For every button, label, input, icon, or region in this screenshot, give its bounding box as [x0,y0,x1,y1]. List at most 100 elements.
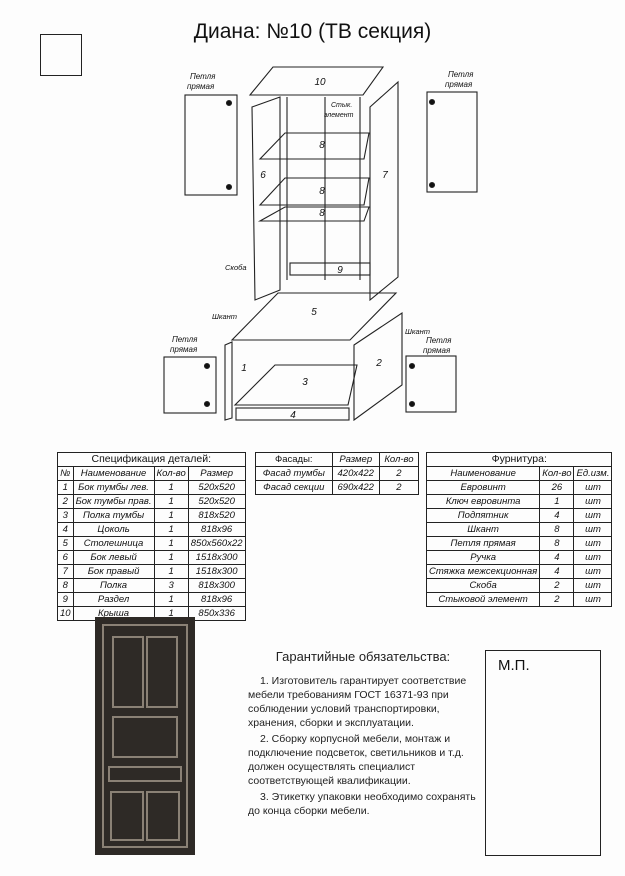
table-cell: Бок тумбы прав. [72,494,155,509]
table-cell: Фасад тумбы [255,466,333,481]
door-upper-left [184,94,238,196]
column-header: Кол-во [539,466,575,481]
stamp-label: М.П. [498,657,530,674]
table-cell: Полка [72,578,155,593]
hinge-label: прямая [170,345,198,354]
table-cell: Бок правый [72,564,155,579]
table-cell: шт [573,508,613,523]
table-cell: 4 [539,550,575,565]
part-right-side [369,80,399,302]
table-cell: 1 [153,564,189,579]
table-cell: 818x96 [187,592,246,607]
table-cell: 850x336 [187,606,246,621]
table-cell: 1 [153,494,189,509]
part-number: 4 [290,410,296,421]
table-cell: 1 [153,522,189,537]
table-cell: 818x300 [187,578,246,593]
table-cell: 6 [57,550,74,565]
table-cell: 2 [539,578,575,593]
table-cell: 1 [153,592,189,607]
hinge-label: прямая [187,82,215,91]
part-number: 6 [260,170,266,181]
table-cell: 26 [539,480,575,495]
column-header: Ед.изм. [573,466,613,481]
table-cell: 818x96 [187,522,246,537]
table-cell: 3 [57,508,74,523]
table-cell: Фасад секции [255,480,333,495]
part-number: 9 [337,265,343,276]
table-cell: шт [573,480,613,495]
guarantee-item: 1. Изготовитель гарантирует соответствие… [248,675,467,729]
table-cell: 1 [153,550,189,565]
table-cell: Подпятник [425,508,541,523]
table-cell: 8 [539,536,575,551]
table-cell: 2 [57,494,74,509]
guarantee-item: 3. Этикетку упаковки необходимо сохранят… [248,791,476,817]
part-number: 7 [382,170,388,181]
hinge-label: прямая [445,80,473,89]
part-number: 8 [319,140,325,151]
column-header: Кол-во [378,452,420,467]
part-tabletop [230,292,398,341]
table-cell: 520x520 [187,480,246,495]
exploded-diagram: Петля прямая Петля прямая Петля прямая П… [163,66,478,422]
table-cell: 2 [378,480,420,495]
table-cell: Бок тумбы лев. [72,480,155,495]
table-cell: 1 [539,494,575,509]
part-number: 8 [319,186,325,197]
part-left-side [251,96,281,301]
column-header: Фасады: [255,452,333,467]
column-header: Размер [331,452,380,467]
table-cell: шт [573,494,613,509]
joint-label: элемент [324,112,354,119]
part-number: 5 [311,307,317,318]
column-header: Наименование [72,466,155,481]
table-cell: Евровинт [425,480,541,495]
table-cell: 2 [539,592,575,607]
column-header: Наименование [425,466,541,481]
table-cell: шт [573,578,613,593]
part-number: 2 [375,358,382,369]
table-cell: 1 [153,508,189,523]
table-cell: 690x422 [331,480,380,495]
table-cell: шт [573,592,613,607]
hinge-label: прямая [423,346,451,355]
product-photo [95,617,195,855]
table-cell: 850x560x22 [187,536,246,551]
table-cell: 8 [539,522,575,537]
table-cell: Бок левый [72,550,155,565]
corner-box [40,34,82,76]
table-cell: Стяжка межсекционная [425,564,541,579]
table-cell: 10 [57,606,74,621]
table-cell: 420x422 [331,466,380,481]
table-cell: Стыковой элемент [425,592,541,607]
table-cell: 1 [57,480,74,495]
part-number: 8 [319,208,325,219]
table-cell: 5 [57,536,74,551]
part-roof [248,66,385,96]
table-cell: Цоколь [72,522,155,537]
table-cell: 8 [57,578,74,593]
bracket-label: Скоба [225,263,247,272]
table-cell: 9 [57,592,74,607]
table-cell: шт [573,522,613,537]
table-cell: 4 [57,522,74,537]
table-cell: 520x520 [187,494,246,509]
table-cell: Скоба [425,578,541,593]
